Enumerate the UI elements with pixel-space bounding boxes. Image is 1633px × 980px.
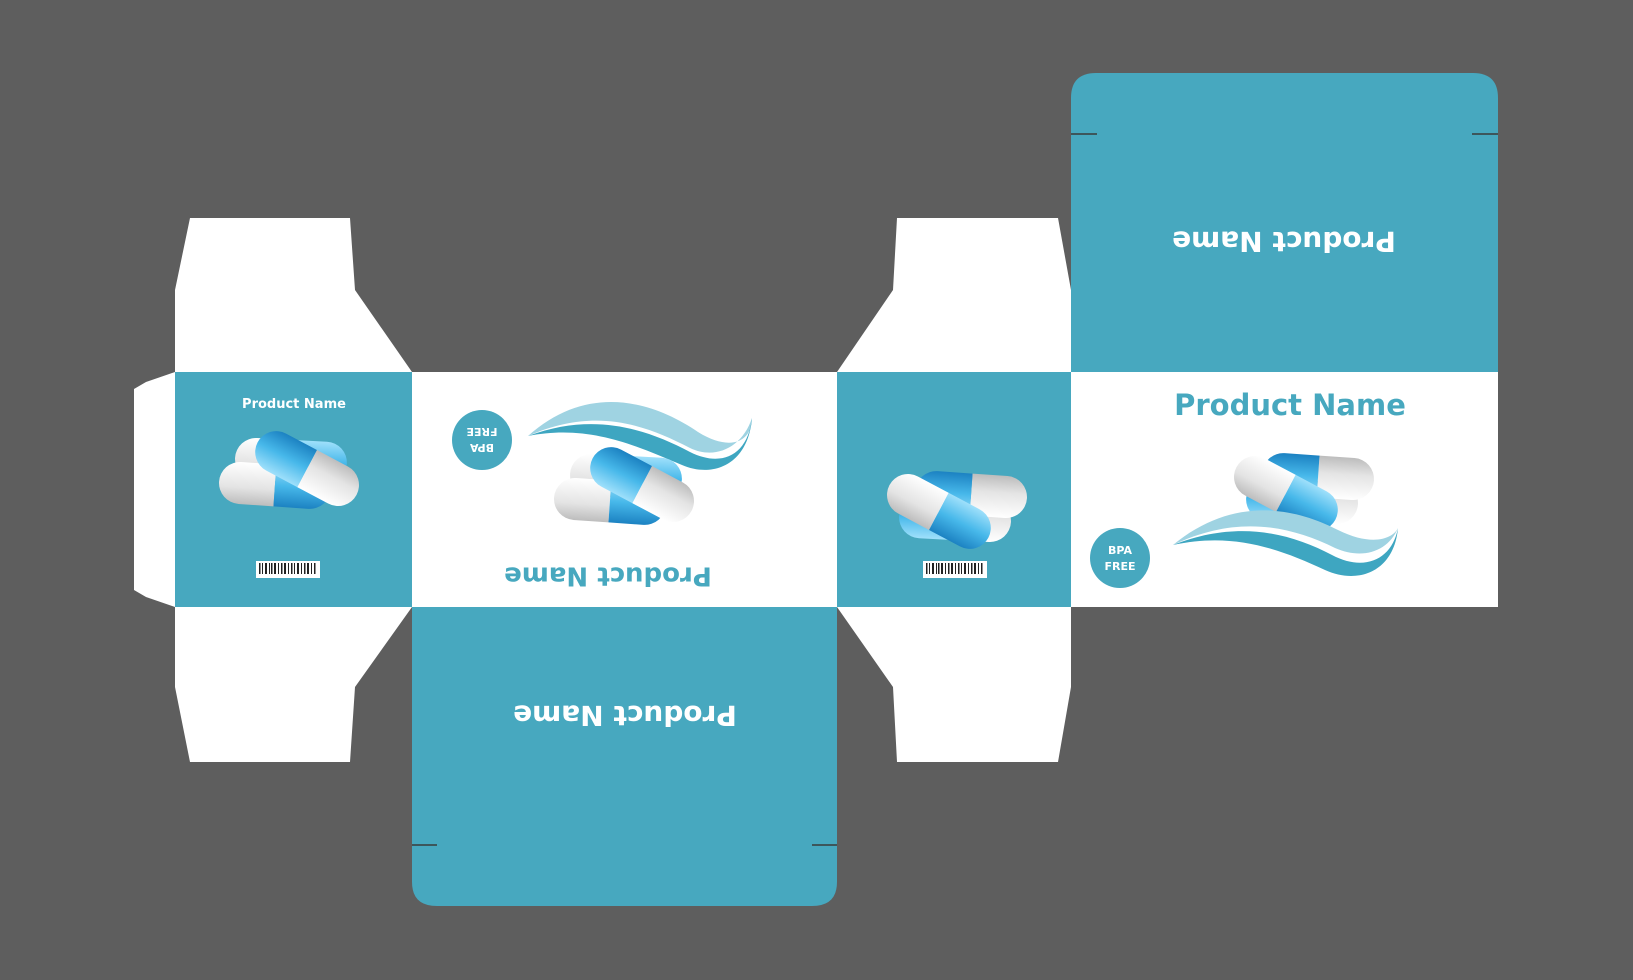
bottom-dust-flap-left [175, 607, 412, 762]
top-flap-product-name: Product Name [1172, 225, 1396, 258]
dieline-tabs-right [837, 218, 1071, 762]
dieline-tabs-left [134, 218, 412, 762]
glue-tab [134, 372, 175, 607]
bottom-flap-panel: Product Name [412, 607, 837, 906]
wave-icon [528, 402, 752, 470]
back-panel: BPA FREE Product Name [412, 372, 837, 607]
bottom-flap-product-name: Product Name [513, 699, 737, 732]
bottom-dust-flap-right [837, 607, 1071, 762]
bpa-free-badge [1090, 528, 1150, 588]
top-dust-flap-right [837, 218, 1071, 372]
side-panel-right [837, 372, 1071, 607]
side-panel-left: Product Name [175, 372, 412, 607]
back-product-name: Product Name [504, 561, 712, 591]
wave-icon [1173, 510, 1398, 576]
barcode-icon [923, 561, 987, 578]
front-badge-line2: FREE [1104, 560, 1135, 573]
top-dust-flap-left [175, 218, 412, 372]
bpa-free-badge [452, 410, 512, 470]
side-left-product-name: Product Name [242, 397, 346, 412]
front-product-name: Product Name [1174, 388, 1406, 422]
top-flap-panel: Product Name [1071, 73, 1498, 372]
barcode-icon [256, 561, 320, 578]
front-panel: Product Name BPA FREE [1071, 372, 1498, 607]
back-badge-line2: FREE [466, 425, 497, 438]
front-badge-line1: BPA [1108, 544, 1132, 557]
back-badge-line1: BPA [470, 441, 494, 454]
